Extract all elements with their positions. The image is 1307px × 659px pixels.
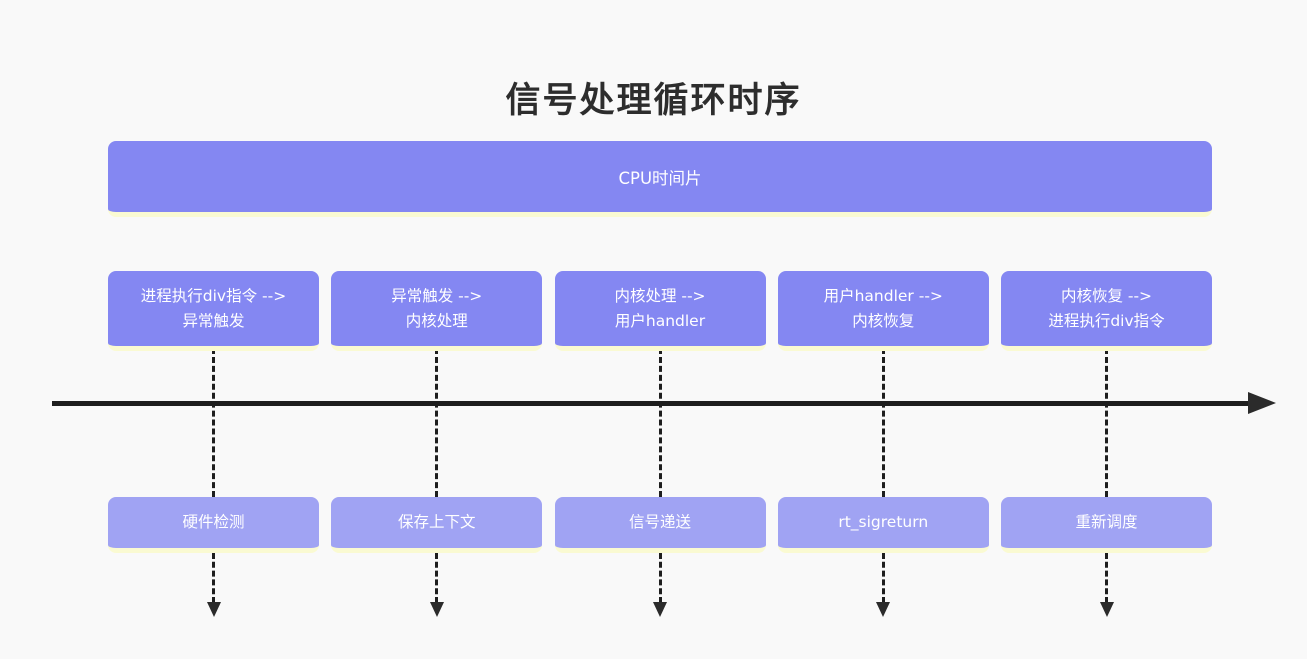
arrowhead-down-icon: [206, 602, 221, 617]
dashed-connector: [1105, 348, 1108, 497]
phase-line-1: 内核处理 -->: [614, 287, 706, 306]
cpu-timeslice-bar: CPU时间片: [108, 141, 1212, 217]
step-label: 硬件检测: [182, 513, 245, 532]
arrowhead-down-icon: [429, 602, 444, 617]
dashed-connector: [881, 348, 885, 497]
arrowhead-right-icon: [1248, 392, 1276, 414]
phase-box-process-resume: 内核恢复 --> 进程执行div指令: [1001, 271, 1212, 351]
phase-line-1: 进程执行div指令 -->: [140, 287, 287, 306]
dashed-connector: [435, 553, 439, 603]
phase-line-2: 异常触发: [182, 311, 245, 330]
phase-line-2: 内核处理: [405, 311, 468, 330]
dashed-connector: [1105, 553, 1108, 603]
phase-row: 进程执行div指令 --> 异常触发 异常触发 --> 内核处理 内核处理 --…: [108, 271, 1212, 351]
dashed-connector: [881, 553, 885, 603]
arrowhead-down-icon: [653, 602, 667, 617]
phase-box-exception-trigger: 进程执行div指令 --> 异常触发: [108, 271, 319, 351]
phase-line-2: 用户handler: [614, 311, 706, 330]
phase-line-1: 异常触发 -->: [391, 287, 483, 306]
arrowhead-down-icon: [876, 602, 891, 617]
arrowhead-down-icon: [1099, 602, 1114, 617]
dashed-connector: [435, 348, 439, 497]
step-box-reschedule: 重新调度: [1001, 497, 1212, 553]
page-title: 信号处理循环时序: [505, 81, 802, 121]
cpu-timeslice-label: CPU时间片: [618, 168, 702, 188]
dashed-connector: [658, 348, 662, 497]
phase-line-2: 内核恢复: [852, 311, 915, 330]
step-row: 硬件检测 保存上下文 信号递送 rt_sigreturn 重新调度: [108, 497, 1212, 553]
dashed-connector: [212, 348, 215, 497]
step-box-save-context: 保存上下文: [331, 497, 543, 553]
dashed-connector: [212, 553, 215, 603]
phase-box-kernel-restore: 用户handler --> 内核恢复: [777, 271, 989, 351]
step-box-signal-delivery: 信号递送: [554, 497, 766, 553]
step-box-rt-sigreturn: rt_sigreturn: [777, 497, 989, 553]
phase-line-1: 用户handler -->: [823, 287, 943, 306]
dashed-connector: [658, 553, 662, 603]
timeline-axis: [52, 401, 1248, 406]
step-label: 保存上下文: [397, 513, 476, 532]
phase-line-2: 进程执行div指令: [1048, 311, 1165, 330]
step-label: 重新调度: [1075, 513, 1138, 532]
step-box-hardware-detect: 硬件检测: [108, 497, 319, 553]
phase-box-user-handler: 内核处理 --> 用户handler: [554, 271, 766, 351]
step-label: 信号递送: [628, 513, 691, 532]
phase-box-kernel-handling: 异常触发 --> 内核处理: [331, 271, 543, 351]
phase-line-1: 内核恢复 -->: [1060, 287, 1153, 306]
step-label: rt_sigreturn: [838, 513, 929, 532]
